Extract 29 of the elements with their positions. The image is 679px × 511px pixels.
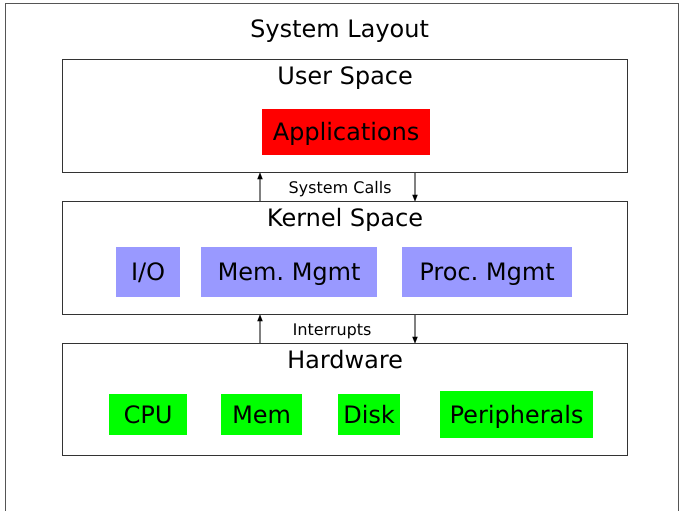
component-box — [109, 394, 187, 435]
component-label: CPU — [124, 400, 172, 428]
arrow — [257, 314, 263, 344]
layer-box — [62, 343, 628, 456]
arrow — [412, 172, 418, 202]
diagram-title: System Layout — [250, 14, 429, 44]
component-box — [440, 391, 593, 438]
component-box — [402, 247, 572, 297]
component-label: I/O — [130, 258, 166, 286]
component-label: Disk — [343, 400, 395, 428]
arrow — [257, 172, 263, 202]
component-label: Mem — [232, 400, 291, 428]
interface-label: System Calls — [288, 178, 392, 198]
layer-heading: User Space — [277, 61, 413, 91]
layer-heading: Kernel Space — [266, 203, 424, 233]
component-label: Proc. Mgmt — [419, 258, 555, 286]
component-box — [262, 109, 430, 155]
component-label: Applications — [272, 118, 420, 146]
component-label: Peripherals — [450, 400, 584, 428]
component-box — [221, 394, 302, 435]
layer-heading: Hardware — [287, 345, 403, 375]
interface-label: Interrupts — [292, 320, 372, 340]
component-box — [338, 394, 400, 435]
component-label: Mem. Mgmt — [218, 258, 360, 286]
layer-box — [62, 59, 628, 173]
component-box — [116, 247, 180, 297]
arrow — [412, 314, 418, 344]
component-box — [201, 247, 377, 297]
layer-box — [62, 201, 628, 315]
